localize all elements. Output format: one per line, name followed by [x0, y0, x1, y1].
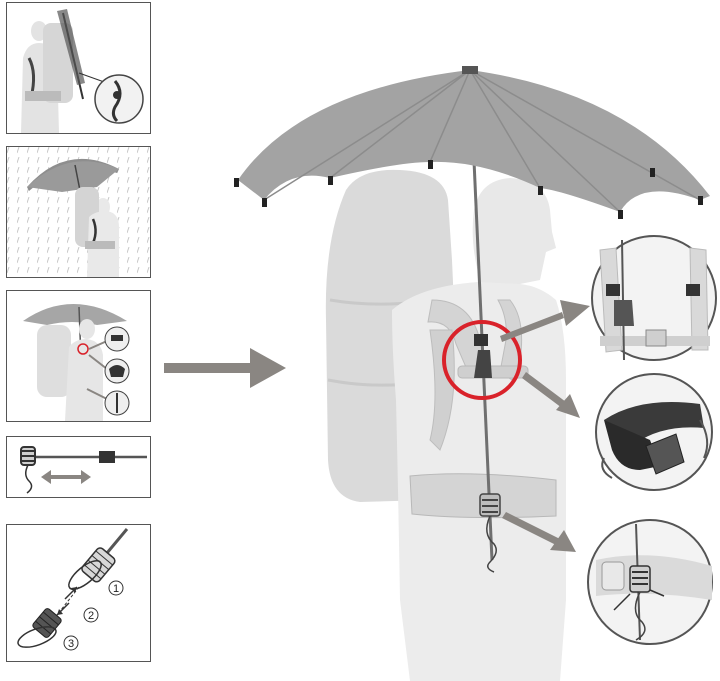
- shaft-adjust-icon: [20, 446, 147, 494]
- panel-adjust-shaft-length: [6, 436, 151, 498]
- highlight-circle: [442, 320, 522, 400]
- umbrella-canopy: [238, 70, 710, 212]
- step-3-label: 3: [68, 638, 74, 650]
- detail-hip-belt-lock: [587, 519, 713, 645]
- panel-attachment-points: [6, 290, 151, 422]
- panel-hands-free-in-rain: [6, 146, 151, 278]
- detail-elastic-holder: [595, 373, 713, 491]
- step-2-label: 2: [88, 610, 94, 622]
- hiker-in-rain-icon: [7, 147, 150, 277]
- flow-arrow-icon: [164, 348, 286, 388]
- attachment-points-icon: [23, 304, 130, 421]
- shoulder-clip: [474, 334, 488, 346]
- main-illustration: [234, 66, 717, 681]
- panel-handle-steps: 1 2 3: [6, 524, 151, 662]
- panel-stowed-on-pack: [6, 2, 151, 134]
- detail-shoulder-strap-clip: [591, 235, 717, 361]
- umbrella-on-backpack-icon: [21, 9, 144, 133]
- step-1-label: 1: [113, 583, 119, 595]
- handle-twist-icon: 1 2 3: [17, 528, 129, 651]
- person-head: [472, 178, 556, 302]
